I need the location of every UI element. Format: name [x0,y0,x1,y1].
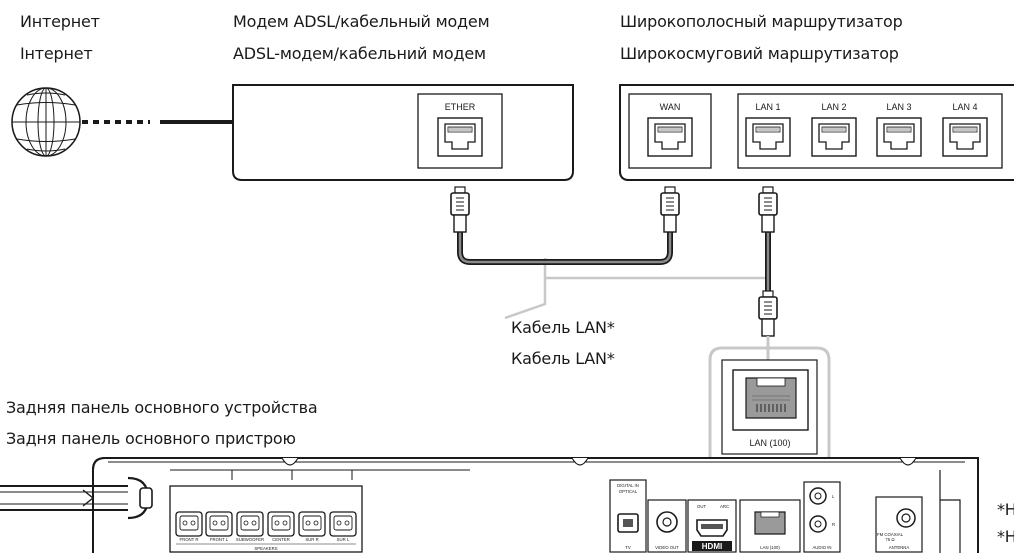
lan2-port-label: LAN 2 [821,102,846,112]
rj45-plug-icon [758,186,778,233]
speaker-terminal-icon [267,511,295,537]
rj45-plug-icon [450,186,470,233]
modem-label-uk: ADSL-модем/кабельний модем [233,44,486,63]
optical-tv-label: TV [625,545,631,550]
lan-cables [457,229,771,295]
main-unit-rear-panel: FRONT R FRONT L SUBWOOFER CENTER SUR R S… [0,457,979,553]
audio-r-label: R [832,522,835,527]
optical-top-label: DIGITAL IN [617,483,639,488]
speaker-center: CENTER [272,537,290,542]
speaker-terminal-icon [298,511,326,537]
speaker-sur-l: SUR L [337,537,350,542]
modem-box: ETHER [232,84,574,181]
antenna-top-label: FM COAXIAL [877,532,904,537]
lan1-port-label: LAN 1 [755,102,780,112]
speaker-terminal-icon [236,511,264,537]
video-out-label: VIDEO OUT [655,545,679,550]
speaker-sur-r: SUR R [305,537,318,542]
hdmi-logo: HDMI [702,542,722,551]
ethernet-port-icon [647,117,693,157]
router-label-uk: Широкосмуговий маршрутизатор [620,44,899,63]
speaker-front-r: FRONT R [179,537,198,542]
footnote-2: *Н [997,527,1014,546]
wan-port-label: WAN [660,102,681,112]
speakers-label: SPEAKERS [254,546,277,551]
ether-port-label: ETHER [445,102,476,112]
ethernet-port-icon [942,117,988,157]
rj45-plug-icon [758,290,778,337]
lan3-port-label: LAN 3 [886,102,911,112]
internet-label-uk: Інтернет [20,44,93,63]
hdmi-arc-label: ARC [720,504,729,509]
ethernet-port-icon [437,117,483,157]
speaker-terminal-icon [175,511,203,537]
audio-l-label: L [832,494,835,499]
cable-label-ru: Кабель LAN* [511,318,615,337]
globe-icon [11,87,81,157]
rj45-plug-icon [660,186,680,233]
speaker-subwoofer: SUBWOOFER [236,537,264,542]
footnote-1: *Н [997,500,1014,519]
hdmi-out-label: OUT [697,504,706,509]
rear-panel-label-ru: Задняя панель основного устройства [6,398,318,417]
zoom-port-label: LAN (100) [749,438,790,448]
ethernet-port-icon [876,117,922,157]
router-box: WAN LAN 1 LAN 2 LAN 3 LAN 4 [619,84,1014,181]
antenna-ohm-label: 75 Ω [885,537,895,542]
modem-label-ru: Модем ADSL/кабельный модем [233,12,490,31]
router-label-ru: Широкополосный маршрутизатор [620,12,903,31]
ethernet-port-icon [745,117,791,157]
speaker-terminal-icon [205,511,233,537]
antenna-label: ANTENNA [889,545,910,550]
speaker-terminal-icon [329,511,357,537]
lan4-port-label: LAN 4 [952,102,977,112]
cable-callout [504,258,770,320]
lan-small-label: LAN (100) [760,545,780,550]
audio-in-label: AUDIO IN [812,545,831,550]
optical-bottom-label: OPTICAL [619,489,638,494]
rear-panel-label-uk: Задня панель основного пристрою [6,429,296,448]
speaker-front-l: FRONT L [210,537,229,542]
internet-label-ru: Интернет [20,12,100,31]
ethernet-port-icon [811,117,857,157]
cable-label-uk: Кабель LAN* [511,349,615,368]
